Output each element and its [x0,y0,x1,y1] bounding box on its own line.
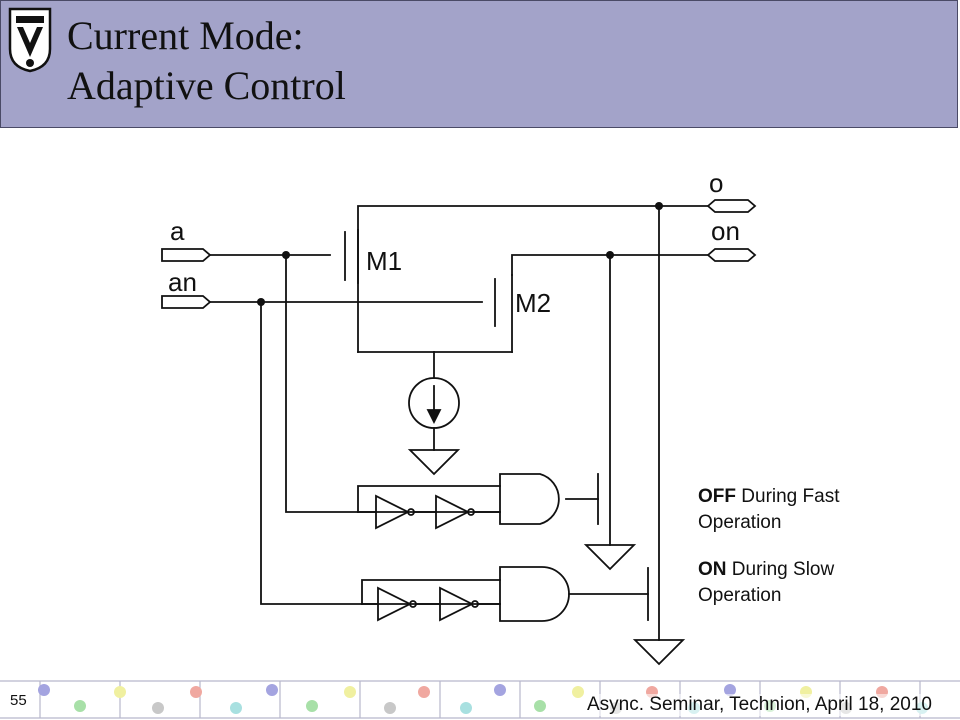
note-on: ON During Slow Operation [698,557,898,609]
inverter-2b [439,586,475,622]
output-port-on [706,248,757,262]
label-m1: M1 [366,246,402,276]
note-off: OFF During Fast Operation [698,484,898,536]
delay1-feedback [357,485,501,513]
junction-a [282,251,290,259]
title-line-2: Adaptive Control [67,63,346,108]
delay2-feedback [361,579,501,605]
wire-o [357,205,709,284]
note-off-keyword: OFF [698,486,736,507]
label-o: o [709,168,723,198]
ground-3 [632,639,686,666]
note-on-text: During Slow Operation [698,559,835,606]
and-gate-2 [499,566,570,622]
inverter-1b [435,494,471,530]
slide-title: Current Mode: Adaptive Control [67,11,346,111]
label-a: a [170,216,185,246]
wire-a-branch [285,254,501,513]
footer-text: Async. Seminar, Technion, April 18, 2010 [586,694,932,716]
ground-1 [407,449,461,476]
junction-o [655,202,663,210]
note-on-keyword: ON [698,559,727,580]
wire-an-branch [260,301,501,605]
title-line-1: Current Mode: [67,13,304,58]
inverter-2a [377,586,413,622]
page-number: 55 [10,692,27,709]
ground-2 [583,544,637,571]
label-an: an [168,267,197,297]
wire-on [511,254,709,276]
label-m2: M2 [515,288,551,318]
junction-on [606,251,614,259]
output-port-o [706,199,757,213]
slide-header: Current Mode: Adaptive Control [0,0,958,128]
input-port-a [161,248,212,262]
technion-logo-icon [8,7,52,73]
and-gate-1 [499,473,560,525]
input-port-an [161,295,212,309]
inverter-1a [375,494,411,530]
label-on: on [711,216,740,246]
junction-an [257,298,265,306]
note-off-text: During Fast Operation [698,486,840,533]
